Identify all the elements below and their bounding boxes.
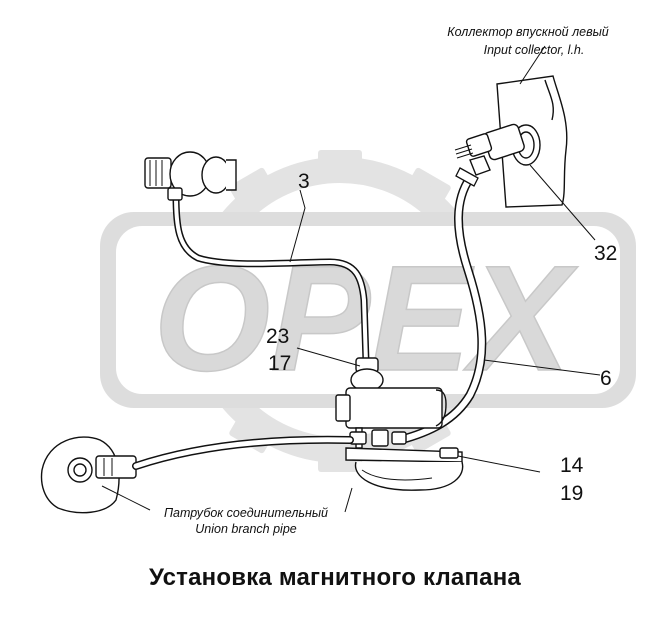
union-branch-pipe	[40, 436, 137, 514]
callout-19: 19	[560, 482, 583, 505]
leader-lines	[101, 45, 601, 513]
collector-label-en: Input collector, l.h.	[484, 43, 585, 57]
page-title: Установка магнитного клапана	[149, 564, 521, 591]
pipe-3	[172, 191, 370, 366]
callout-6: 6	[600, 367, 612, 390]
callout-23: 23	[266, 325, 289, 348]
callout-3: 3	[298, 170, 310, 193]
hose-to-valve	[132, 435, 354, 470]
union-label-en: Union branch pipe	[195, 522, 297, 536]
collector-label-ru: Коллектор впускной левый	[447, 25, 609, 39]
mounting-bracket	[345, 447, 464, 491]
callout-32: 32	[594, 242, 617, 265]
union-label-ru: Патрубок соединительный	[164, 506, 328, 520]
pipe-6	[395, 167, 487, 445]
temperature-sensor-32	[454, 123, 541, 176]
callout-17: 17	[268, 352, 291, 375]
solenoid-valve	[335, 357, 447, 449]
callout-14: 14	[560, 454, 584, 477]
hose-connector-3	[144, 151, 237, 201]
